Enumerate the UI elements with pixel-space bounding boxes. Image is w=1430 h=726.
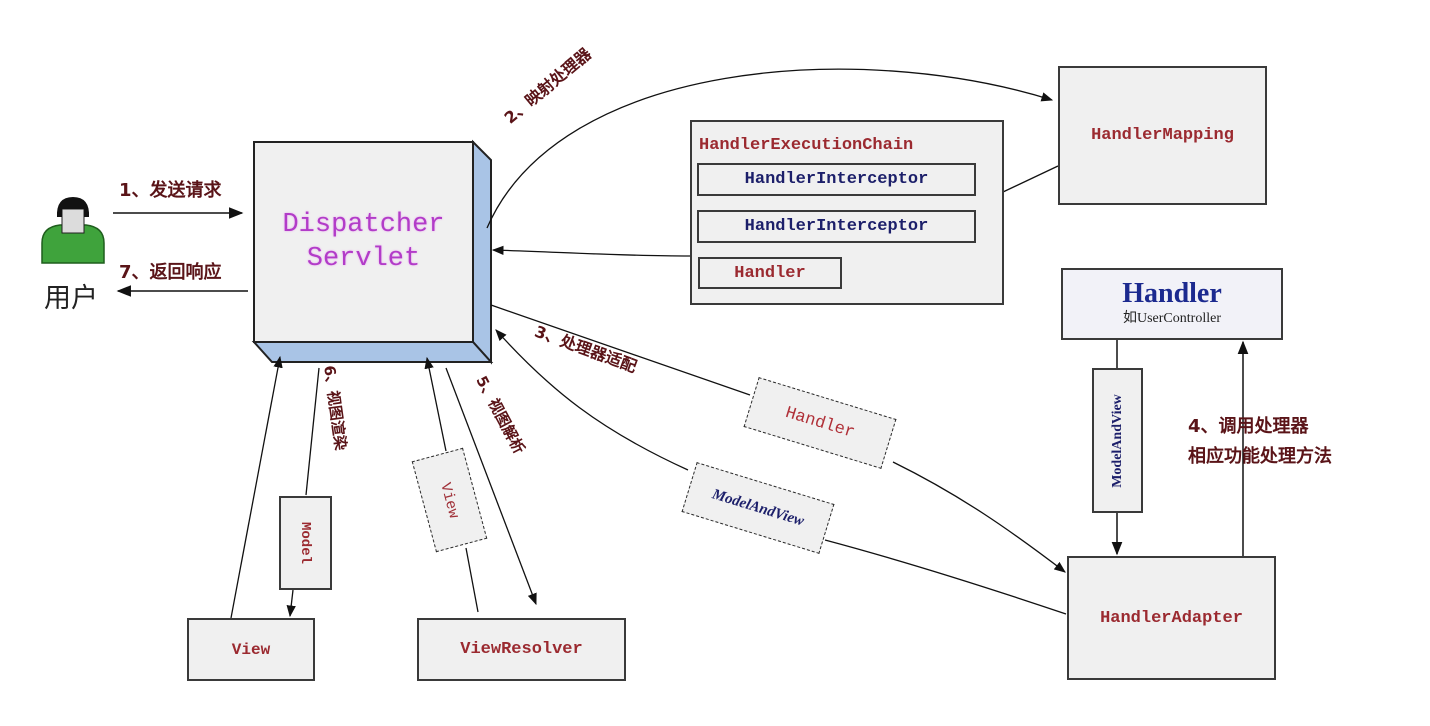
arrow-view-to-servlet — [230, 355, 283, 619]
view-label: View — [231, 640, 271, 659]
user-label: 用户 — [44, 283, 98, 314]
step-7-label: 7、返回响应 — [119, 262, 222, 283]
handler-mapping-label: HandlerMapping — [1091, 126, 1234, 145]
handler-adapter-label: HandlerAdapter — [1100, 608, 1243, 628]
view-box[interactable]: View — [187, 618, 315, 681]
view-resolver-label: ViewResolver — [460, 640, 583, 659]
step-1-label: 1、发送请求 — [119, 180, 222, 201]
dispatcher-servlet[interactable]: Dispatcher Servlet — [254, 142, 473, 342]
arrow-handler-tag-to-adapter — [892, 461, 1066, 573]
handler-execution-chain-box[interactable]: HandlerExecutionChain HandlerInterceptor… — [690, 120, 1004, 305]
interceptor-label-1: HandlerInterceptor — [744, 170, 929, 189]
handler-controller-box[interactable]: Handler 如UserController — [1061, 268, 1283, 340]
view-resolver-box[interactable]: ViewResolver — [417, 618, 626, 681]
chain-handler-box[interactable]: Handler — [698, 257, 842, 289]
line-servlet-to-handler-tag — [490, 304, 751, 396]
handler-tag-label: Handler — [783, 403, 857, 443]
arrow-map-handler — [486, 68, 1054, 229]
line-servlet-to-model-tag — [305, 367, 320, 496]
step-4-label-line1: 4、调用处理器 — [1188, 416, 1309, 437]
interceptor-box-1[interactable]: HandlerInterceptor — [697, 163, 976, 196]
execution-chain-title: HandlerExecutionChain — [699, 136, 914, 155]
dispatcher-servlet-line1: Dispatcher — [282, 210, 445, 240]
arrow-mav-tag-to-servlet — [495, 329, 689, 471]
view-tag-label: View — [436, 480, 463, 520]
arrow-servlet-to-resolver — [445, 367, 537, 606]
model-tag-label: Model — [297, 521, 314, 565]
chain-handler-label: Handler — [734, 263, 806, 283]
arrow-viewtag-to-servlet — [424, 356, 447, 452]
dispatcher-servlet-3d — [251, 139, 494, 365]
handler-adapter-box[interactable]: HandlerAdapter — [1067, 556, 1276, 680]
line-mapping-to-chain — [1002, 165, 1059, 193]
dispatcher-servlet-line2: Servlet — [306, 244, 421, 274]
line-resolver-to-viewtag — [465, 547, 479, 613]
model-and-view-tag-label: ModelAndView — [710, 485, 806, 530]
model-and-view-vertical-label: ModelAndView — [1109, 393, 1125, 488]
user-icon — [41, 197, 105, 264]
interceptor-box-2[interactable]: HandlerInterceptor — [697, 210, 976, 243]
handler-mapping-box[interactable]: HandlerMapping — [1058, 66, 1267, 205]
model-tag: Model — [279, 496, 332, 590]
arrow-model-tag-to-view — [286, 589, 296, 618]
line-adapter-to-mav-tag — [824, 539, 1067, 615]
arrow-chain-to-servlet — [491, 245, 691, 257]
model-and-view-vertical-tag: ModelAndView — [1092, 368, 1143, 513]
handler-controller-subtitle: 如UserController — [1123, 311, 1221, 326]
handler-controller-title: Handler — [1122, 278, 1222, 309]
user-actor — [40, 195, 106, 265]
interceptor-label-2: HandlerInterceptor — [744, 217, 929, 236]
step-4-label-line2: 相应功能处理方法 — [1188, 446, 1332, 467]
